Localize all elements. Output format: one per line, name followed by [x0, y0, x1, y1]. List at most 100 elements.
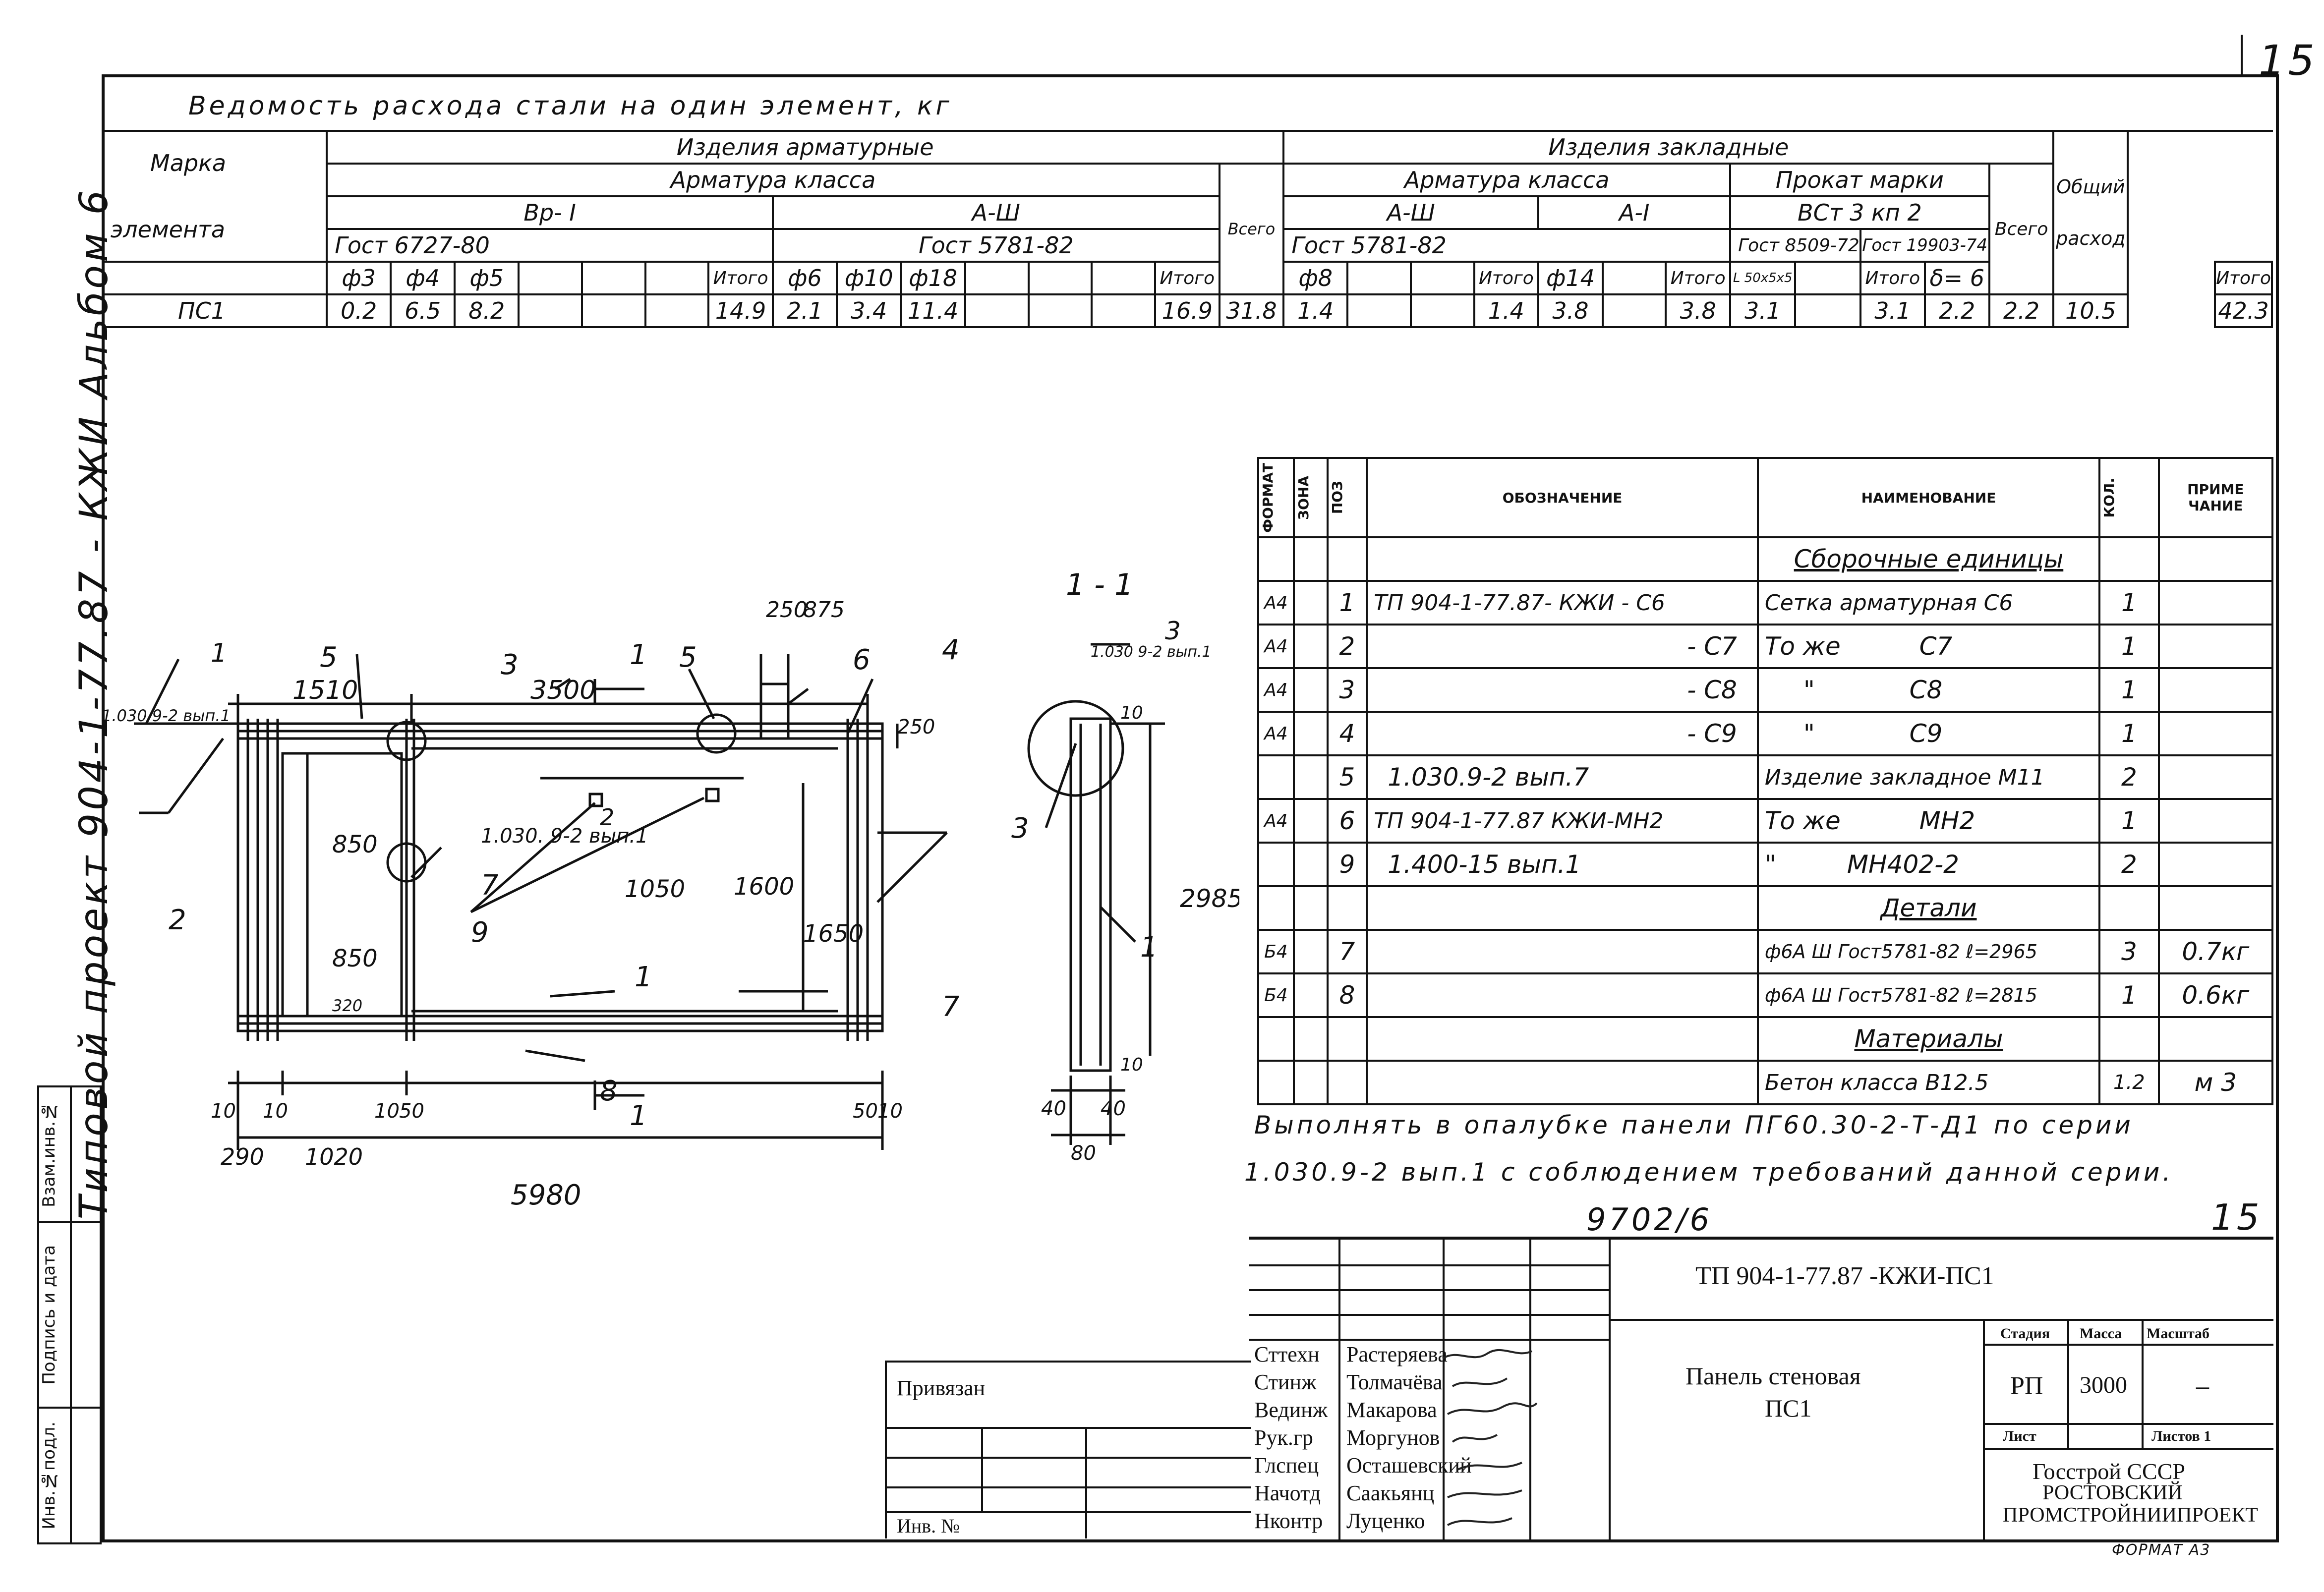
tb-name-2: ПС1: [1765, 1394, 1812, 1422]
name-2: Толмачёва: [1346, 1370, 1443, 1394]
label-5a: 5: [320, 641, 338, 674]
col-d6: ф6: [771, 261, 838, 295]
tb-stadia: РП: [2010, 1372, 2043, 1400]
total-label-1: Общий: [2056, 176, 2125, 198]
spec-poz: 5: [1326, 754, 1368, 800]
spec-row: Бетон класса В12.5 1.2 м 3: [1257, 1060, 2274, 1105]
gost-8509: Гост 8509-72: [1729, 228, 1861, 263]
spec-naimenovanie: ф6А Ш Гост5781-82 ℓ=2965: [1756, 929, 2101, 974]
armature-class-header: Арматура класса: [326, 163, 1220, 197]
header-primechanie: ПРИМЕ ЧАНИЕ: [2157, 457, 2274, 538]
spec-row: А4 2 - С7 То же С7 1: [1257, 624, 2274, 669]
value-itogo-5: 3.1: [1859, 293, 1926, 328]
section-dim-40a: 40: [1041, 1097, 1066, 1120]
section-detali: Детали: [1756, 885, 2101, 931]
col-d10: ф10: [835, 261, 902, 295]
tb-h-stadia: [1983, 1344, 2273, 1346]
section-label-3b: 3: [1011, 812, 1029, 845]
value-total: 42.3: [2214, 293, 2273, 328]
podpis-data-label: Подпись и дата: [39, 1245, 59, 1385]
tb-r3: [1249, 1314, 1609, 1316]
spec-primechanie: [2157, 580, 2274, 625]
total-header: Общий расход: [2052, 130, 2129, 295]
gost-19903: Гост 19903-74: [1859, 228, 1990, 263]
header-kol: КОЛ.: [2101, 477, 2118, 518]
value-itogo-1: 14.9: [707, 293, 774, 328]
section-dim-10a: 10: [1120, 703, 1143, 723]
value-itogo-4: 3.8: [1665, 293, 1732, 328]
tb-listov-header: Листов 1: [2151, 1428, 2211, 1444]
spec-kol: 2: [2098, 842, 2160, 887]
spec-naimenovanie: Сетка арматурная С6: [1756, 580, 2101, 625]
spec-format: [1257, 842, 1295, 887]
section-label-1: 1: [1140, 931, 1158, 964]
value-itogo-3: 1.4: [1473, 293, 1540, 328]
dim-850b: 850: [332, 945, 378, 972]
dim-850a: 850: [332, 831, 378, 858]
specification-table: ФОРМАТ ЗОНА ПОЗ ОБОЗНАЧЕНИЕ НАИМЕНОВАНИЕ…: [1257, 457, 2274, 1105]
role-3: Вединж: [1254, 1398, 1328, 1422]
spec-poz: 8: [1326, 972, 1368, 1018]
spec-row: А4 3 - С8 " С8 1: [1257, 667, 2274, 713]
tb-v5: [1983, 1319, 1985, 1539]
spec-kol: 1: [2098, 667, 2160, 713]
spec-kol: 1.2: [2098, 1060, 2160, 1105]
privyazan-label: Привязан: [897, 1376, 986, 1400]
col-d4: ф4: [390, 261, 456, 295]
class-a3: А-Ш: [771, 195, 1220, 230]
tb-v4: [1609, 1240, 1611, 1539]
page-number-divider: [2241, 35, 2243, 74]
dim-290: 290: [221, 1143, 264, 1170]
role-7: Нконтр: [1254, 1509, 1323, 1533]
col-ugolok: L 50х5х5: [1729, 261, 1797, 295]
col-itogo-1: Итого: [707, 261, 774, 295]
spec-primechanie: [2157, 624, 2274, 669]
spec-poz: 2: [1326, 624, 1368, 669]
spec-format: [1257, 1060, 1295, 1105]
spec-kol: 1: [2098, 972, 2160, 1018]
panel-drawing: 1510 3500 250 875 250 850 850 320 1050 1…: [102, 597, 960, 1211]
section-dim-40b: 40: [1101, 1097, 1126, 1120]
spec-oboznachenie: - С8: [1366, 667, 1759, 713]
gost-6727: Гост 6727-80: [326, 228, 774, 263]
label-8: 8: [600, 1075, 618, 1107]
value-d6: 2.1: [771, 293, 838, 328]
tb-v1: [1338, 1240, 1340, 1539]
vzam-inv-label: Взам.инв.№: [39, 1101, 59, 1207]
label-2b: 2: [600, 804, 614, 831]
spec-oboznachenie: - С7: [1366, 624, 1759, 669]
spec-primechanie: [2157, 711, 2274, 756]
class-bp1: Вр- I: [326, 195, 774, 230]
tb-massa: 3000: [2080, 1372, 2127, 1398]
spec-oboznachenie: ТП 904-1-77.87- КЖИ - С6: [1366, 580, 1759, 625]
spec-format: А4: [1257, 580, 1295, 625]
dim-250v: 250: [897, 716, 935, 739]
name-7: Луценко: [1346, 1509, 1425, 1533]
section-drawing: 1 - 1 1.030 9-2 вып.1 3 3 1 2985 10 10 4…: [1011, 568, 1239, 1165]
col-d3: ф3: [326, 261, 392, 295]
archive-number: 9702/6: [1586, 1201, 1713, 1238]
col-itogo-3: Итого: [1473, 261, 1540, 295]
dim-1650: 1650: [803, 920, 864, 948]
spec-kol: 1: [2098, 624, 2160, 669]
header-naimenovanie: НАИМЕНОВАНИЕ: [1756, 457, 2101, 538]
pr-v2: [1085, 1427, 1087, 1538]
tb-h-list: [1983, 1423, 2273, 1425]
section-dim-80: 80: [1071, 1142, 1096, 1165]
tb-org-2: РОСТОВСКИЙ: [2042, 1481, 2183, 1504]
spec-primechanie: 0.6кг: [2157, 972, 2274, 1018]
spec-primechanie: м 3: [2157, 1060, 2274, 1105]
class-a3-2: А-Ш: [1282, 195, 1540, 230]
tb-org-1: Госстрой СССР: [2033, 1459, 2185, 1484]
mark-header: Марка элемента: [101, 130, 328, 263]
dim-320: 320: [332, 996, 362, 1015]
spec-format: А4: [1257, 711, 1295, 756]
left-stamp-strip: Взам.инв.№ Подпись и дата Инв.№подл.: [37, 1085, 102, 1544]
name-1: Растеряева: [1346, 1342, 1448, 1366]
label-9: 9: [471, 916, 489, 949]
tb-r4: [1249, 1339, 1609, 1341]
name-6: Саакьянц: [1346, 1481, 1435, 1505]
spec-kol: 2: [2098, 754, 2160, 800]
dim-10a: 10: [211, 1100, 236, 1123]
